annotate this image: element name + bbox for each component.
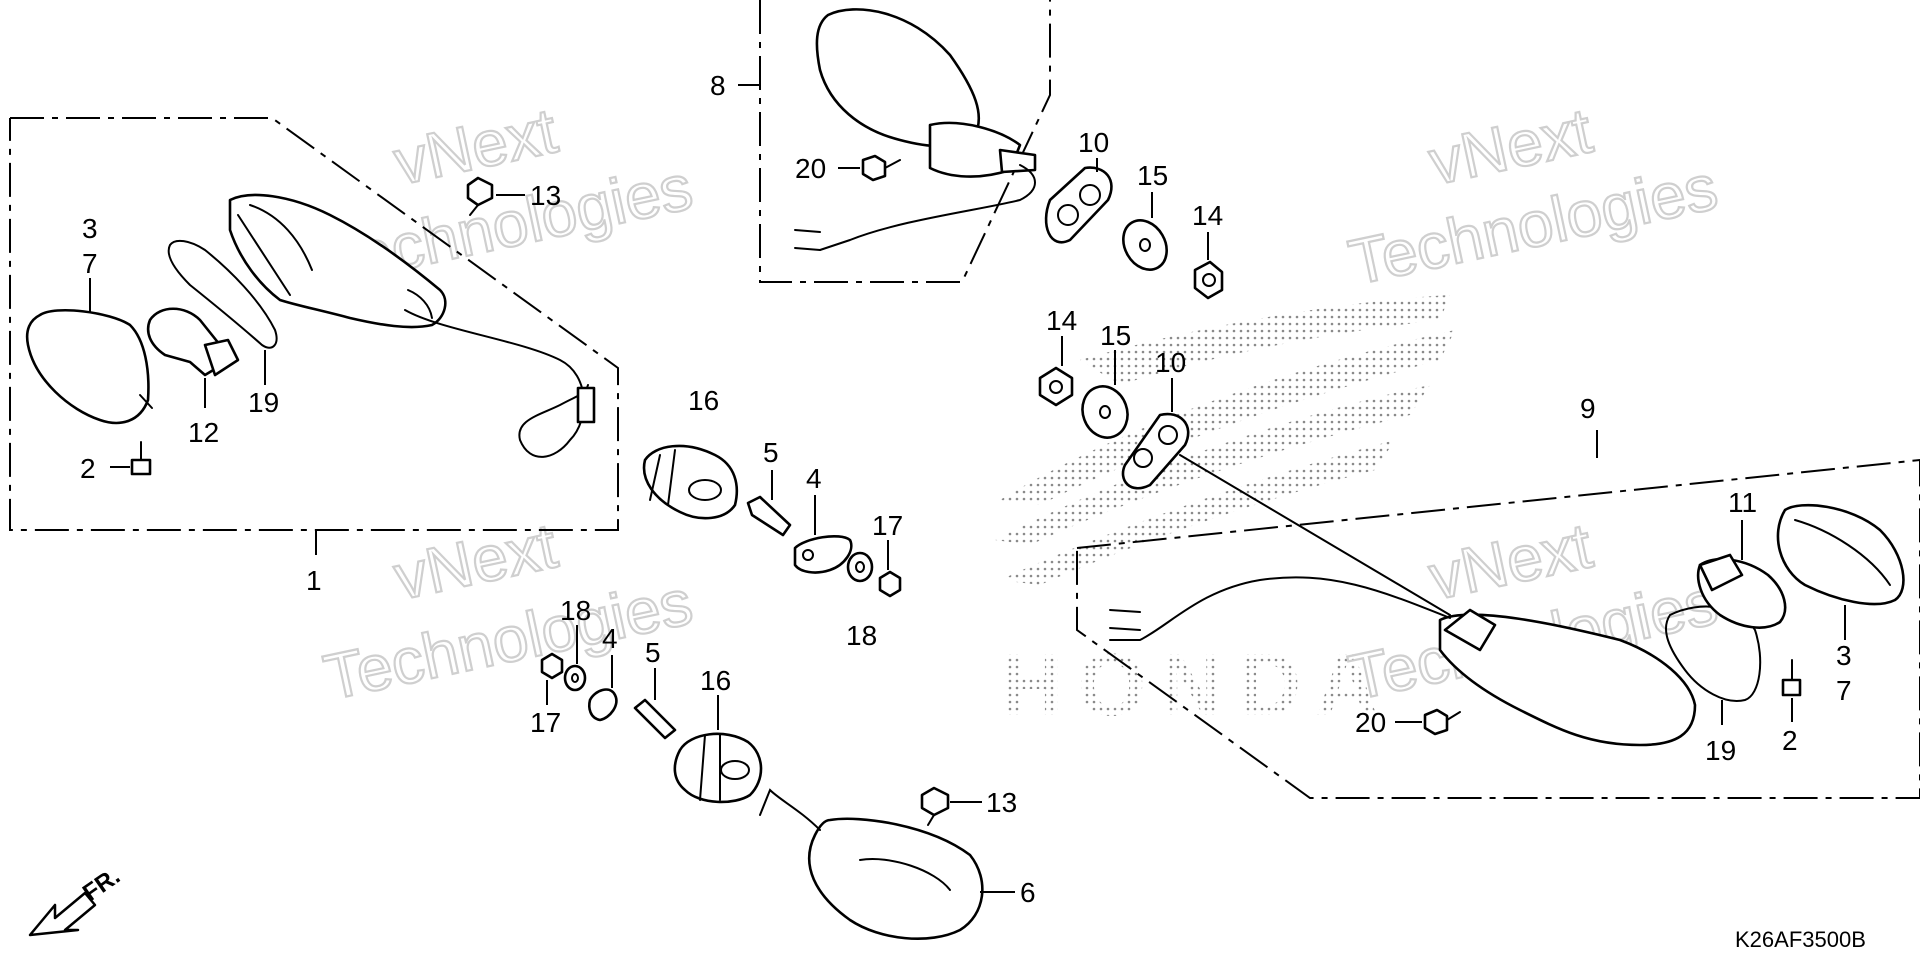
winker-lens-left [25, 308, 153, 425]
grommet-10-middle [1121, 412, 1190, 490]
callout-4-upper: 4 [806, 463, 822, 494]
callout-14-upper: 14 [1192, 200, 1223, 231]
screw-13-upper [466, 176, 525, 216]
callout-5-upper: 5 [763, 437, 779, 468]
callout-labels: 3 7 2 12 19 13 1 8 20 10 15 14 14 15 10 … [80, 70, 1852, 908]
callout-3-right: 3 [1836, 640, 1852, 671]
bolt-5-upper [746, 470, 792, 537]
winker-housing-8 [794, 8, 1037, 251]
nut-17-upper [878, 540, 902, 598]
nut-17-lower [540, 652, 564, 705]
callout-16-upper: 16 [688, 385, 719, 416]
winker-housing-6 [759, 788, 1015, 940]
callout-7-left: 7 [82, 248, 98, 279]
callout-12: 12 [188, 417, 219, 448]
screw-2-right [1781, 659, 1802, 722]
callout-17-upper: 17 [872, 510, 903, 541]
honda-wing-logo: HONDA [995, 295, 1455, 734]
callout-19-left: 19 [248, 387, 279, 418]
honda-logo-text: HONDA [1000, 635, 1393, 734]
callout-2-right: 2 [1782, 725, 1798, 756]
callout-13-upper: 13 [530, 180, 561, 211]
callout-2-left: 2 [80, 453, 96, 484]
callout-11: 11 [1728, 487, 1757, 518]
plate-4-upper [793, 495, 853, 574]
nut-14-middle [1038, 366, 1074, 407]
winker-housing-9 [1109, 454, 1697, 747]
plate-4-lower [588, 655, 618, 722]
screw-2-left [110, 441, 152, 476]
callout-15-upper: 15 [1137, 160, 1168, 191]
grommet-16-lower [673, 695, 763, 804]
frame-assembly-8 [759, 0, 1051, 283]
washer-15-middle [1081, 385, 1129, 439]
front-direction-arrow-icon: FR. [28, 863, 125, 937]
callout-10-upper: 10 [1078, 127, 1109, 158]
callout-4-lower: 4 [602, 623, 618, 654]
callout-15-middle: 15 [1100, 320, 1131, 351]
gasket-19-left [167, 239, 278, 349]
callout-20-upper: 20 [795, 153, 826, 184]
bulb-12 [146, 307, 240, 377]
nut-14-upper [1193, 260, 1224, 300]
screw-13-lower [920, 786, 982, 826]
grommet-16-upper [642, 444, 739, 520]
winker-lens-right [1776, 503, 1905, 640]
callout-16-lower: 16 [700, 665, 731, 696]
screw-20-right [1395, 708, 1461, 736]
bulb-11 [1696, 520, 1787, 629]
bolt-5-lower [633, 668, 677, 740]
callout-6: 6 [1020, 877, 1036, 908]
screw-20-upper [838, 154, 901, 182]
callout-9: 9 [1580, 393, 1596, 424]
washer-18-lower [563, 625, 587, 692]
callout-3-left: 3 [82, 213, 98, 244]
callout-18-upper: 18 [846, 620, 877, 651]
winker-housing-1 [228, 193, 596, 458]
washer-15-upper [1122, 219, 1168, 271]
callout-5-lower: 5 [645, 637, 661, 668]
diagram-code: K26AF3500B [1735, 927, 1866, 952]
frame-assembly-9 [1076, 458, 1920, 799]
callout-14-middle: 14 [1046, 305, 1077, 336]
frame-assembly-1 [9, 117, 619, 531]
callout-13-lower: 13 [986, 787, 1017, 818]
callout-1: 1 [306, 565, 322, 596]
grommet-10-upper [1044, 166, 1113, 244]
callout-10-middle: 10 [1155, 347, 1186, 378]
callout-17-lower: 17 [530, 707, 561, 738]
callout-7-right: 7 [1836, 675, 1852, 706]
callout-20-right: 20 [1355, 707, 1386, 738]
callout-8: 8 [710, 70, 726, 101]
callout-18-lower: 18 [560, 595, 591, 626]
callout-19-right: 19 [1705, 735, 1736, 766]
washer-18-upper [846, 551, 874, 583]
